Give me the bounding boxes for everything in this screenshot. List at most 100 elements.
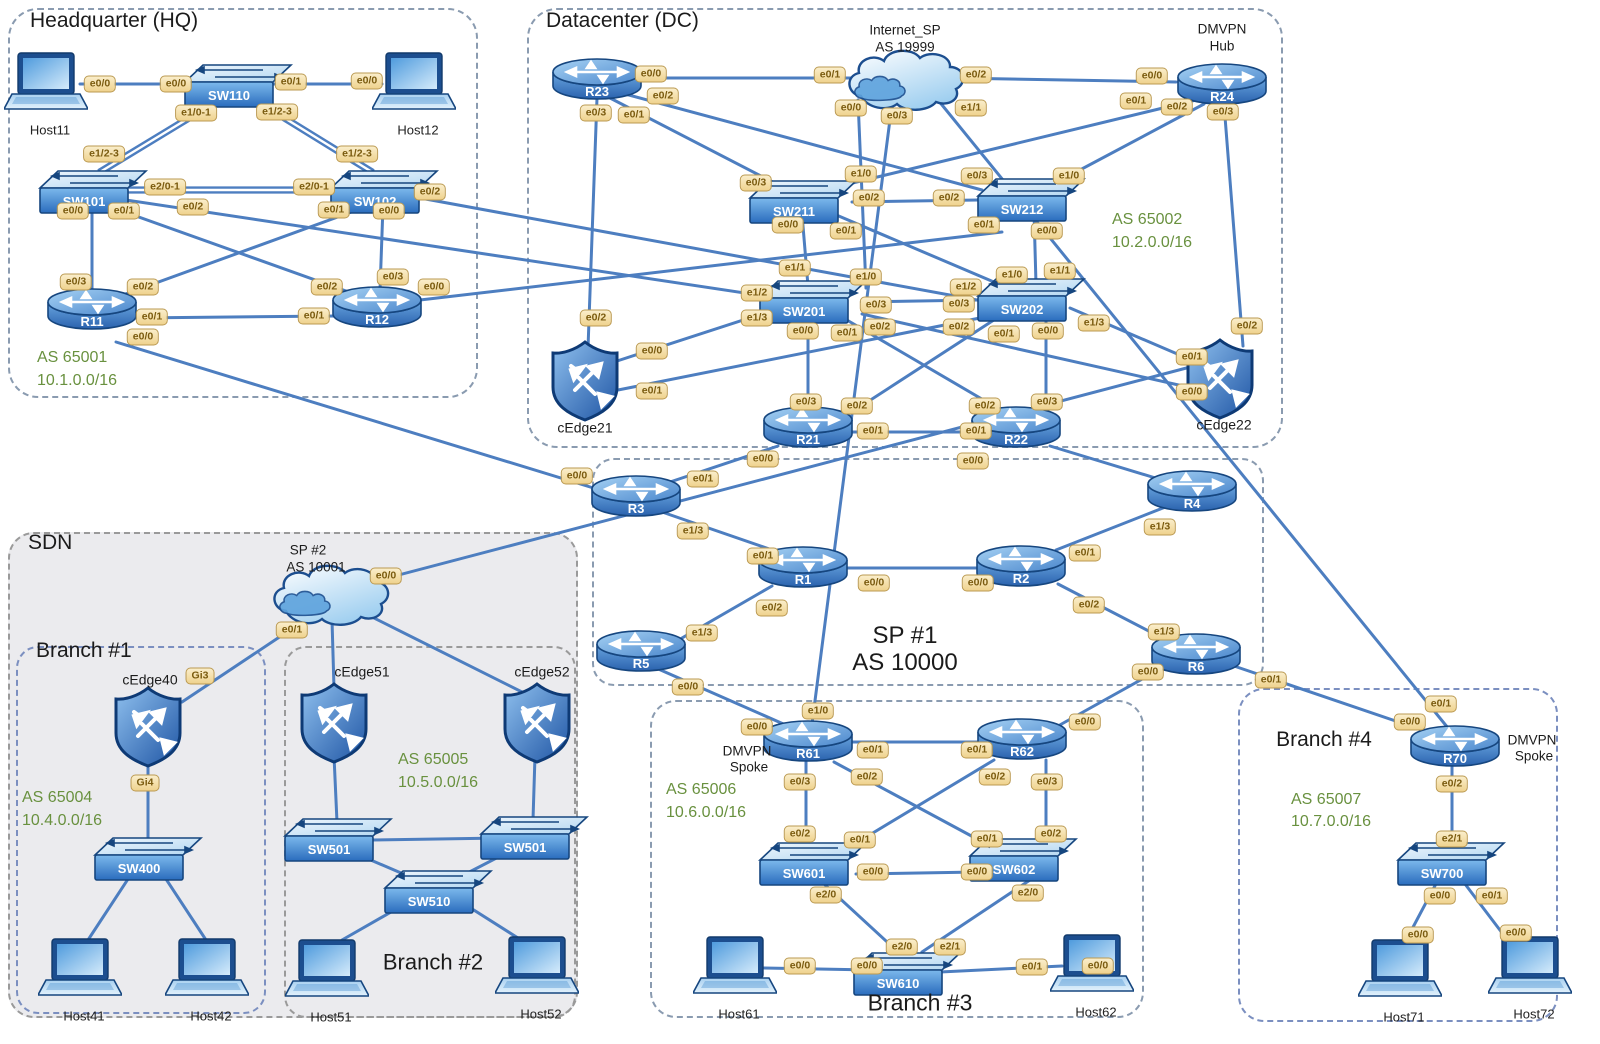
switch-sw510[interactable]: SW510 — [379, 865, 495, 915]
port-label: e0/0 — [856, 863, 890, 881]
port-label: e1/2-3 — [336, 145, 378, 163]
laptop-host12[interactable] — [370, 51, 458, 121]
port-label: e0/1 — [856, 422, 890, 440]
router-r70[interactable]: R70 — [1405, 716, 1505, 778]
host-label: Host72 — [1513, 1006, 1555, 1022]
link-47 — [654, 666, 790, 728]
port-label: e0/3 — [789, 393, 823, 411]
port-label: e0/3 — [376, 268, 410, 286]
host-label: Host41 — [63, 1008, 105, 1024]
port-label: e0/1 — [275, 621, 309, 639]
text-label: AS 10001 — [286, 559, 346, 575]
text-label: Branch #4 — [1276, 727, 1372, 751]
switch-sw400[interactable]: SW400 — [89, 832, 205, 882]
port-label: e0/0 — [1423, 887, 1457, 905]
switch-sw700[interactable]: SW700 — [1392, 837, 1508, 887]
text-label: AS 65007 — [1291, 790, 1362, 808]
port-label: e0/3 — [59, 273, 93, 291]
switch-sw601[interactable]: SW601 — [754, 837, 870, 887]
text-label: SDN — [28, 531, 73, 555]
port-label: e0/3 — [783, 773, 817, 791]
router-r24[interactable]: R24 — [1172, 54, 1272, 116]
shield-cedge51[interactable] — [296, 679, 372, 765]
router-r1[interactable]: R1 — [753, 537, 853, 599]
port-label: e0/1 — [1119, 92, 1153, 110]
port-label: e0/0 — [857, 574, 891, 592]
device-label: R4 — [1184, 496, 1201, 511]
device-label: R23 — [585, 84, 609, 99]
port-label: e0/0 — [83, 75, 117, 93]
link-21 — [1222, 102, 1245, 348]
router-r22[interactable]: R22 — [966, 397, 1066, 459]
laptop-host71[interactable] — [1356, 938, 1444, 1008]
shield-cedge40[interactable] — [110, 683, 186, 769]
switch-sw212[interactable]: SW212 — [972, 173, 1088, 223]
port-label: e2/0-1 — [144, 178, 186, 196]
laptop-host42[interactable] — [163, 937, 251, 1007]
port-label: e0/2 — [783, 825, 817, 843]
link-20 — [586, 96, 599, 350]
link-68 — [360, 610, 524, 694]
port-label: e0/1 — [967, 216, 1001, 234]
text-label: cEdge21 — [557, 419, 613, 436]
switch-sw201[interactable]: SW201 — [754, 275, 870, 325]
port-label: e0/0 — [746, 450, 780, 468]
link-7 — [118, 204, 370, 298]
device-label: R62 — [1010, 744, 1034, 759]
laptop-host61[interactable] — [691, 935, 779, 1005]
switch-sw110[interactable]: SW110 — [179, 59, 295, 109]
laptop-host11[interactable] — [2, 51, 90, 121]
router-r62[interactable]: R62 — [972, 709, 1072, 771]
link-70 — [531, 754, 537, 822]
link-18 — [830, 98, 1198, 190]
port-label: e0/2 — [942, 318, 976, 336]
device-label: R2 — [1013, 571, 1030, 586]
text-label: AS 65001 — [37, 348, 108, 366]
router-r5[interactable]: R5 — [591, 621, 691, 683]
link-32 — [860, 312, 1194, 390]
port-label: e1/3 — [1077, 314, 1111, 332]
router-r3[interactable]: R3 — [586, 466, 686, 528]
port-label: e0/0 — [671, 678, 705, 696]
switch-sw202[interactable]: SW202 — [972, 273, 1088, 323]
router-r2[interactable]: R2 — [971, 536, 1071, 598]
link-11 — [418, 196, 990, 304]
laptop-host52[interactable] — [493, 935, 581, 1005]
device-label: R3 — [628, 501, 645, 516]
laptop-host72[interactable] — [1486, 935, 1574, 1005]
router-r6[interactable]: R6 — [1146, 624, 1246, 686]
port-label: e0/0 — [634, 65, 668, 83]
router-r61[interactable]: R61 — [758, 711, 858, 773]
cloud-sp2_cloud[interactable] — [265, 558, 395, 636]
shield-cedge21[interactable] — [547, 337, 623, 423]
link-41 — [1048, 444, 1164, 482]
switch-sw501b[interactable]: SW501 — [475, 811, 591, 861]
port-label: e0/2 — [1230, 317, 1264, 335]
port-label: e1/3 — [1147, 623, 1181, 641]
router-r23[interactable]: R23 — [547, 49, 647, 111]
router-r4[interactable]: R4 — [1142, 461, 1242, 523]
host-label: Host71 — [1383, 1009, 1425, 1025]
port-label: e0/0 — [417, 278, 451, 296]
port-label: e0/0 — [56, 202, 90, 220]
port-label: e0/1 — [829, 222, 863, 240]
switch-sw610[interactable]: SW610 — [848, 947, 964, 997]
text-label: 10.2.0.0/16 — [1112, 233, 1193, 251]
port-label: e0/3 — [1030, 773, 1064, 791]
port-label: e0/2 — [126, 278, 160, 296]
host-label: Host12 — [397, 122, 439, 138]
laptop-host41[interactable] — [36, 937, 124, 1007]
router-r12[interactable]: R12 — [327, 277, 427, 339]
device-label: R5 — [633, 656, 650, 671]
laptop-host51[interactable] — [283, 938, 371, 1008]
port-label: e0/0 — [560, 467, 594, 485]
port-label: e0/1 — [987, 325, 1021, 343]
port-label: e0/0 — [1068, 713, 1102, 731]
router-r21[interactable]: R21 — [758, 397, 858, 459]
shield-cedge52[interactable] — [499, 679, 575, 765]
text-label: DMVPN — [722, 743, 772, 759]
text-label: 10.6.0.0/16 — [666, 803, 747, 821]
cloud-inet_sp[interactable] — [840, 43, 970, 121]
switch-sw501a[interactable]: SW501 — [279, 813, 395, 863]
port-label: e1/3 — [740, 309, 774, 327]
